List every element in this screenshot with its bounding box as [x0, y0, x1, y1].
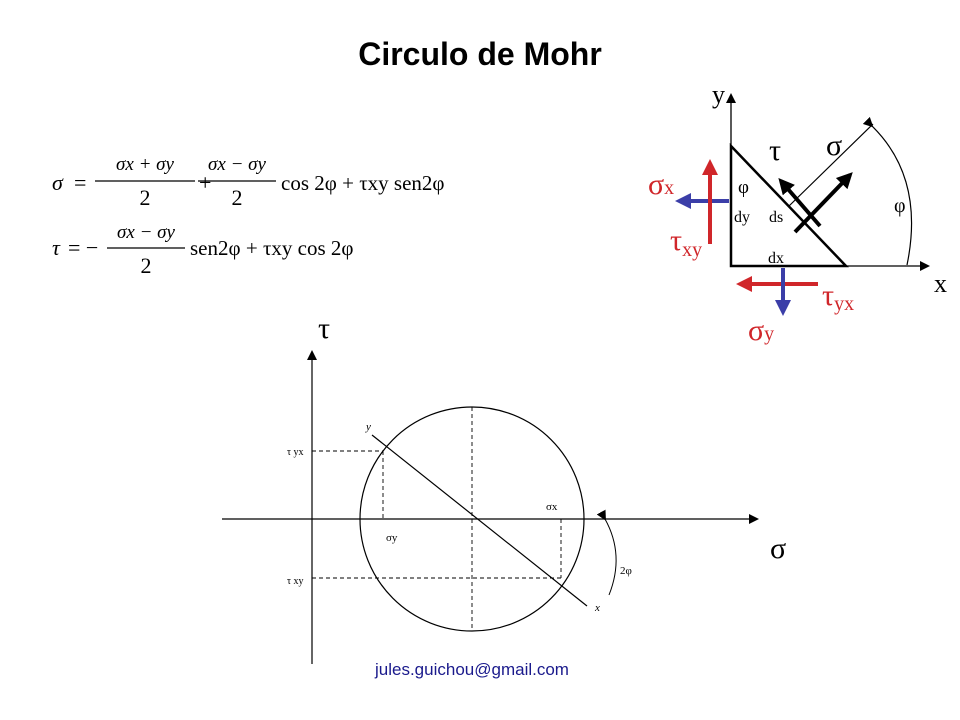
eq-sigma-frac1-den: 2: [140, 185, 151, 210]
stress-element: y x τ σ φ φ dy ds dx σx τxy τyx σy: [648, 80, 947, 347]
element-tau-xy-label: τxy: [670, 224, 702, 261]
eq-tau-equals: = −: [68, 235, 98, 260]
element-sigma-y-label: σy: [748, 314, 774, 347]
eq-tau-lhs: τ: [52, 235, 61, 260]
mohr-two-phi-arc: [596, 509, 617, 596]
element-tau-yx-label: τyx: [822, 279, 854, 315]
mohr-circle-diagram: τ σ τ yx τ xy σx σy y x 2φ: [222, 312, 786, 664]
eq-tau-frac1-num: σx − σy: [117, 222, 175, 243]
element-phi-arc-label: φ: [894, 195, 906, 217]
author-email: jules.guichou@gmail.com: [375, 660, 569, 679]
eq-sigma-frac2-num: σx − σy: [208, 154, 266, 175]
page-title: Circulo de Mohr: [358, 36, 602, 72]
eq-sigma-plus: +: [199, 170, 211, 195]
mohr-sigma-x-label: σx: [546, 501, 558, 513]
element-sigma-label: σ: [826, 129, 842, 162]
equation-sigma: σ = σx + σy 2 + σx − σy 2 cos 2φ + τxy s…: [52, 154, 445, 210]
mohr-point-x-label: x: [594, 602, 600, 614]
mohr-two-phi-label: 2φ: [620, 565, 632, 577]
equation-tau: τ = − σx − σy 2 sen2φ + τxy cos 2φ: [52, 222, 354, 278]
element-dy-label: dy: [734, 209, 750, 226]
mohr-tau-xy-label: τ xy: [287, 576, 304, 587]
element-x-label: x: [934, 269, 947, 298]
element-phi-arc: [862, 116, 913, 266]
eq-sigma-equals: =: [74, 170, 86, 195]
element-y-label: y: [712, 80, 725, 109]
element-normal-line: [788, 123, 874, 207]
element-ds-label: ds: [769, 209, 783, 226]
element-tau-arrow: [778, 177, 822, 228]
mohr-sigma-axis-label: σ: [770, 532, 786, 565]
element-tau-label: τ: [769, 134, 781, 167]
mohr-tau-yx-label: τ yx: [287, 447, 304, 458]
element-sigma-x-label: σx: [648, 168, 674, 201]
mohr-diameter-line: [371, 434, 588, 607]
eq-tau-frac1-den: 2: [141, 253, 152, 278]
eq-sigma-tail: cos 2φ + τxy sen2φ: [281, 171, 445, 195]
element-sigma-arrow: [793, 172, 853, 234]
eq-sigma-frac1-num: σx + σy: [116, 154, 174, 175]
eq-sigma-frac2-den: 2: [232, 185, 243, 210]
element-triangle: [729, 142, 849, 268]
mohr-sigma-y-label: σy: [386, 532, 398, 544]
element-dx-label: dx: [768, 250, 784, 267]
eq-sigma-lhs: σ: [52, 170, 64, 195]
mohr-point-y-label: y: [365, 421, 371, 433]
mohr-tau-axis-label: τ: [318, 312, 330, 345]
eq-tau-tail: sen2φ + τxy cos 2φ: [190, 236, 354, 260]
element-phi-corner-label: φ: [738, 177, 749, 198]
